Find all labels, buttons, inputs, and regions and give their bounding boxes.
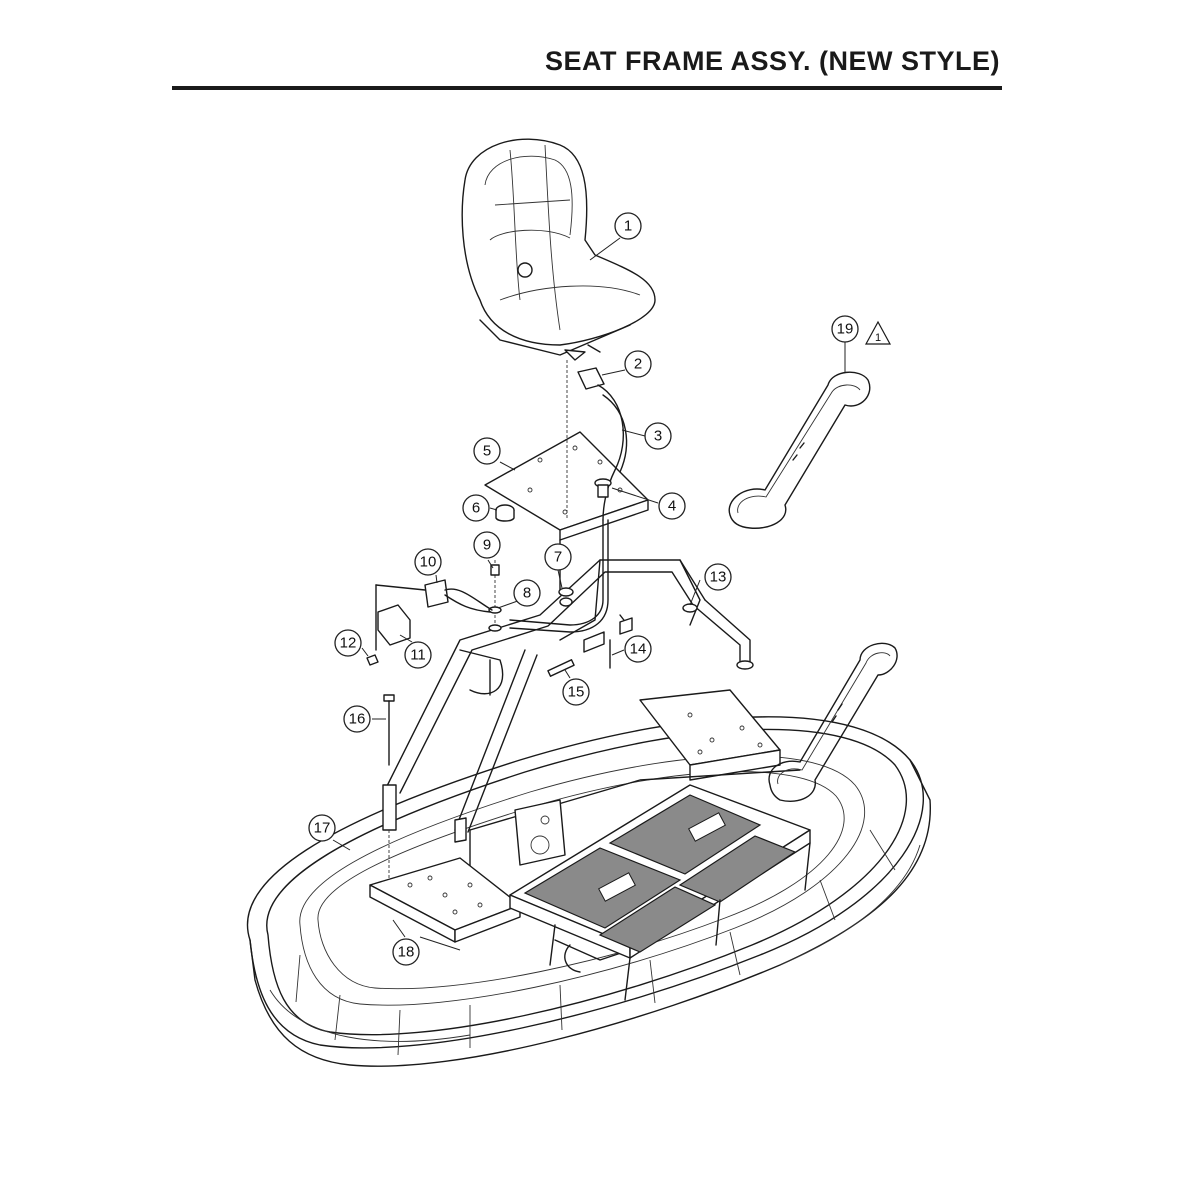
callout-5: 5 — [473, 437, 501, 465]
callout-18: 18 — [392, 938, 420, 966]
revision-note-triangle: 1 — [864, 320, 892, 345]
svg-text:3: 3 — [654, 428, 662, 445]
callout-17: 17 — [308, 814, 336, 842]
svg-text:14: 14 — [630, 641, 647, 658]
grommet — [495, 504, 515, 522]
callout-15: 15 — [562, 678, 590, 706]
pins — [547, 617, 633, 677]
callout-9: 9 — [473, 531, 501, 559]
callout-12: 12 — [334, 629, 362, 657]
foot-grating-platform — [509, 784, 811, 1001]
svg-text:1: 1 — [624, 218, 632, 235]
svg-text:18: 18 — [398, 944, 415, 961]
svg-text:19: 19 — [837, 321, 854, 338]
relay-and-connector — [366, 579, 493, 666]
svg-text:16: 16 — [349, 711, 366, 728]
trowel-guard-ring — [246, 716, 931, 1067]
callout-16: 16 — [343, 705, 371, 733]
svg-text:4: 4 — [668, 498, 676, 515]
title-rule — [172, 86, 1002, 90]
svg-text:15: 15 — [568, 684, 585, 701]
svg-text:12: 12 — [340, 635, 357, 652]
lifting-straps — [728, 371, 898, 802]
svg-text:6: 6 — [472, 500, 480, 517]
leader-lines — [332, 237, 846, 951]
svg-text:9: 9 — [483, 537, 491, 554]
callout-10: 10 — [414, 548, 442, 576]
callout-19: 19 — [831, 315, 859, 343]
svg-text:17: 17 — [314, 820, 331, 837]
callout-2: 2 — [624, 350, 652, 378]
left-foot-plate — [369, 857, 521, 943]
svg-text:5: 5 — [483, 443, 491, 460]
svg-text:13: 13 — [710, 569, 727, 586]
callout-4: 4 — [658, 492, 686, 520]
revision-note-number: 1 — [875, 332, 881, 344]
seat-switch-harness — [509, 367, 628, 633]
svg-text:11: 11 — [410, 647, 426, 664]
center-frame-deck — [469, 689, 801, 973]
svg-text:8: 8 — [523, 585, 531, 602]
page-title: SEAT FRAME ASSY. (NEW STYLE) — [544, 46, 1000, 76]
callout-7: 7 — [544, 543, 572, 571]
callout-8: 8 — [513, 579, 541, 607]
callout-11: 11 — [404, 641, 432, 669]
fasteners — [488, 560, 574, 632]
svg-text:10: 10 — [420, 554, 437, 571]
callout-3: 3 — [644, 422, 672, 450]
callout-14: 14 — [624, 635, 652, 663]
bolt-and-spacer — [382, 694, 397, 880]
callout-6: 6 — [462, 494, 490, 522]
operator-seat — [461, 138, 656, 520]
callout-1: 1 — [614, 212, 642, 240]
callout-13: 13 — [704, 563, 732, 591]
svg-text:7: 7 — [554, 549, 562, 566]
svg-text:2: 2 — [634, 356, 642, 373]
